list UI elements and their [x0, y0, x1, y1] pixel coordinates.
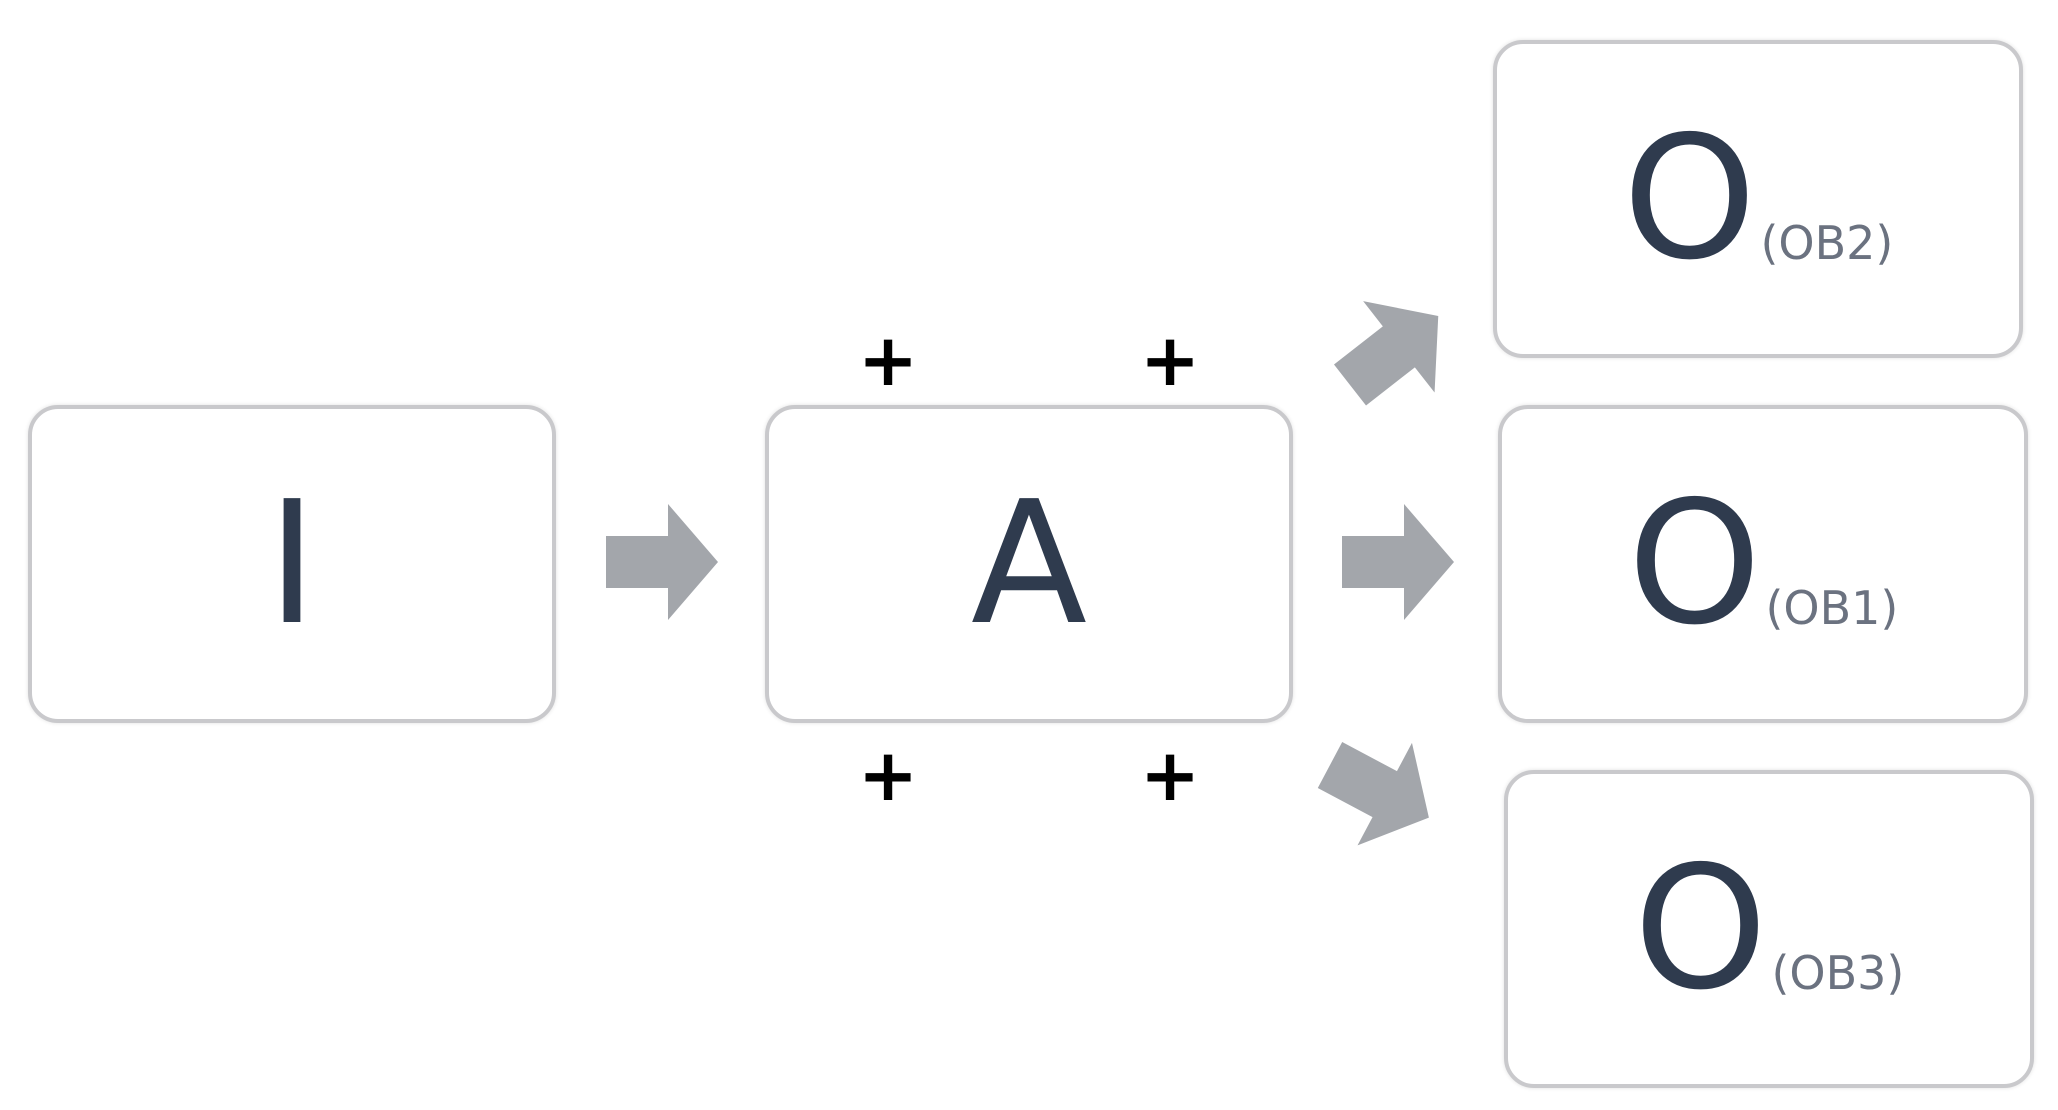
outcome-ob2-subscript: (OB2) [1760, 216, 1894, 270]
outcome-ob1-subscript: (OB1) [1765, 581, 1899, 635]
arrow-activity-to-ob3 [1302, 713, 1457, 869]
plus-marker-bottom-right: + [1139, 733, 1201, 817]
arrow-input-to-activity [606, 504, 718, 620]
input-label: I [266, 465, 318, 663]
outcome-ob3-label: O [1633, 830, 1768, 1028]
outcome-ob1-label: O [1627, 465, 1762, 663]
outcome-box-ob2: O (OB2) [1493, 40, 2023, 358]
activity-label: A [970, 465, 1088, 663]
plus-marker-bottom-left: + [857, 733, 919, 817]
outcome-ob3-subscript: (OB3) [1771, 946, 1905, 1000]
plus-marker-top-left: + [857, 318, 919, 402]
input-box: I [28, 405, 556, 723]
arrow-activity-to-ob2 [1314, 270, 1474, 431]
activity-box: A [765, 405, 1293, 723]
outcome-ob2-label: O [1622, 100, 1757, 298]
outcome-box-ob3: O (OB3) [1504, 770, 2034, 1088]
plus-marker-top-right: + [1139, 318, 1201, 402]
outcome-box-ob1: O (OB1) [1498, 405, 2028, 723]
arrow-activity-to-ob1 [1342, 504, 1454, 620]
